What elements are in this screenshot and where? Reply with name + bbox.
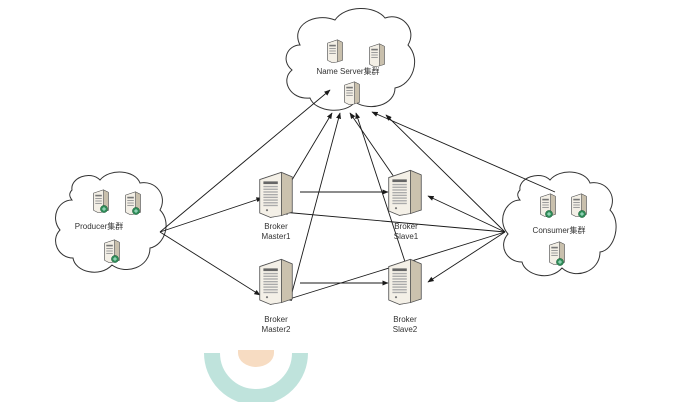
green-badge-icon: [132, 207, 140, 215]
broker-slave2-line2: Slave2: [393, 325, 418, 334]
connection-lines: [159, 89, 556, 301]
server-icon: [327, 39, 343, 63]
consumer-label: Consumer集群: [533, 225, 586, 235]
green-badge-icon: [578, 210, 586, 218]
name-server-label: Name Server集群: [316, 66, 379, 76]
broker-master1-line1: Broker: [264, 222, 288, 231]
broker-master1-line2: Master1: [262, 232, 291, 241]
watermark-logo: [204, 350, 308, 402]
green-badge-icon: [111, 255, 119, 263]
broker-master2: Broker Master2: [259, 258, 293, 334]
server-icon: [259, 258, 293, 305]
consumer-cluster: Consumer集群: [533, 193, 587, 266]
broker-master2-line1: Broker: [264, 315, 288, 324]
name-server-cluster: Name Server集群: [316, 39, 385, 105]
server-icon: [388, 258, 422, 305]
broker-slave1-line1: Broker: [394, 222, 418, 231]
broker-slave1-line2: Slave1: [394, 232, 419, 241]
broker-slave2-line1: Broker: [393, 315, 417, 324]
broker-slave1: Broker Slave1: [388, 169, 422, 241]
server-icon: [369, 43, 385, 67]
broker-master2-line2: Master2: [262, 325, 291, 334]
consumer-cloud: [502, 171, 617, 277]
green-badge-icon: [545, 210, 553, 218]
server-icon: [344, 81, 360, 105]
producer-label: Producer集群: [75, 221, 123, 231]
broker-slave2: Broker Slave2: [388, 258, 422, 334]
name-server-cloud: [285, 8, 416, 111]
green-badge-icon: [100, 205, 108, 213]
server-icon: [388, 169, 422, 216]
green-badge-icon: [556, 258, 564, 266]
server-icon: [259, 171, 293, 218]
broker-master1: Broker Master1: [259, 171, 293, 241]
producer-cluster: Producer集群: [75, 189, 141, 263]
